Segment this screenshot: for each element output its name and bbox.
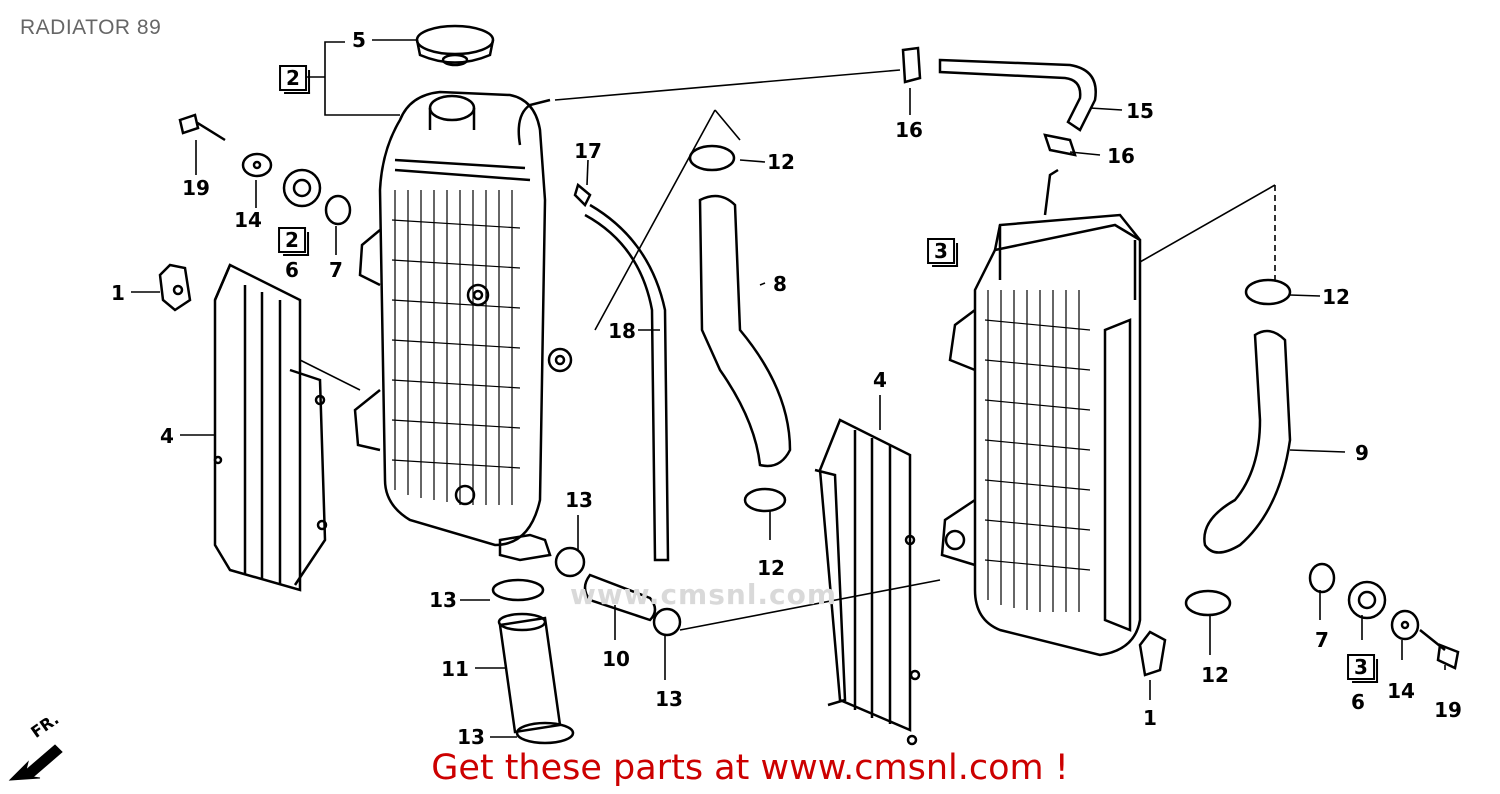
bracket-1-right — [1138, 630, 1167, 677]
left-radiator — [353, 90, 573, 562]
callout-6[interactable]: 6 — [1351, 690, 1365, 714]
clamp-13 — [554, 546, 586, 578]
bracket-1-left — [158, 263, 192, 312]
clip-17 — [573, 182, 592, 208]
collar-7-right — [1308, 562, 1336, 594]
hose-15 — [938, 58, 1097, 132]
callout-13[interactable]: 13 — [457, 725, 485, 749]
callout-14[interactable]: 14 — [1387, 679, 1415, 703]
callout-3-boxed[interactable]: 3 — [927, 238, 958, 267]
callout-13[interactable]: 13 — [565, 488, 593, 512]
hose-11 — [498, 616, 562, 734]
shop-link-banner[interactable]: Get these parts at www.cmsnl.com ! — [431, 748, 1069, 788]
callout-15[interactable]: 15 — [1126, 99, 1154, 123]
grommet-6-right — [1347, 580, 1387, 620]
collar-7-left — [324, 194, 352, 226]
clamp-12 — [1244, 278, 1292, 306]
callout-7[interactable]: 7 — [329, 258, 343, 282]
callout-12[interactable]: 12 — [1322, 285, 1350, 309]
clamp-13 — [652, 607, 682, 637]
callout-3-boxed[interactable]: 3 — [1347, 654, 1378, 683]
callout-9[interactable]: 9 — [1355, 441, 1369, 465]
washer-14-right — [1390, 609, 1420, 641]
watermark: www.cmsnl.com — [570, 578, 838, 611]
callout-10[interactable]: 10 — [602, 647, 630, 671]
callout-16[interactable]: 16 — [1107, 144, 1135, 168]
callout-13[interactable]: 13 — [429, 588, 457, 612]
right-radiator — [940, 168, 1142, 657]
bolt-19-left — [178, 113, 226, 142]
callout-8[interactable]: 8 — [773, 272, 787, 296]
grommet-6-left — [282, 168, 322, 208]
callout-11[interactable]: 11 — [441, 657, 469, 681]
clamp-12 — [1184, 589, 1232, 617]
clamp-12 — [688, 144, 736, 172]
callout-16[interactable]: 16 — [895, 118, 923, 142]
callout-2-boxed[interactable]: 2 — [279, 65, 310, 94]
callout-12[interactable]: 12 — [767, 150, 795, 174]
callout-1[interactable]: 1 — [1143, 706, 1157, 730]
front-direction-arrow — [8, 744, 63, 781]
callout-6[interactable]: 6 — [285, 258, 299, 282]
callout-17[interactable]: 17 — [574, 139, 602, 163]
left-radiator-shroud — [213, 263, 328, 592]
callout-12[interactable]: 12 — [757, 556, 785, 580]
right-radiator-shroud — [814, 418, 921, 746]
hose-10 — [583, 573, 657, 622]
callout-2-boxed[interactable]: 2 — [278, 227, 309, 256]
callout-4[interactable]: 4 — [160, 424, 174, 448]
bolt-19-right — [1419, 629, 1460, 670]
callout-13[interactable]: 13 — [655, 687, 683, 711]
callout-19[interactable]: 19 — [1434, 698, 1462, 722]
callout-19[interactable]: 19 — [182, 176, 210, 200]
clamp-13 — [515, 721, 575, 745]
callout-7[interactable]: 7 — [1315, 628, 1329, 652]
radiator-cap-5 — [415, 24, 495, 67]
callout-4[interactable]: 4 — [873, 368, 887, 392]
clip-16 — [901, 46, 1077, 157]
hose-8 — [698, 194, 792, 468]
callout-5[interactable]: 5 — [352, 28, 366, 52]
callout-1[interactable]: 1 — [111, 281, 125, 305]
clamp-13 — [491, 578, 545, 602]
callout-12[interactable]: 12 — [1201, 663, 1229, 687]
washer-14-left — [241, 152, 273, 178]
callout-18[interactable]: 18 — [608, 319, 636, 343]
clamp-12 — [743, 487, 787, 513]
callout-14[interactable]: 14 — [234, 208, 262, 232]
hose-9 — [1203, 329, 1292, 554]
diagram-title: RADIATOR 89 — [20, 16, 162, 39]
tube-18 — [584, 203, 670, 562]
